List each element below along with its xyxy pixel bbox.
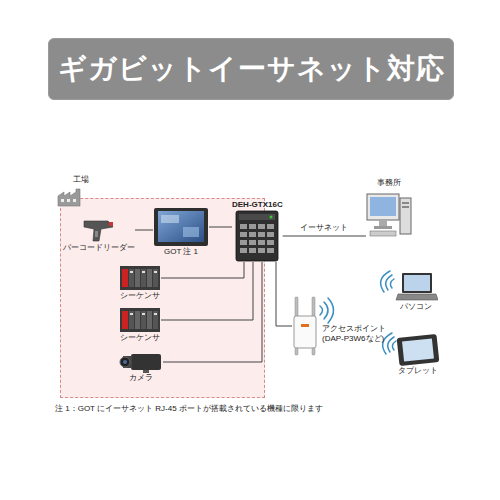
- network-cable: [209, 227, 232, 228]
- camera-icon: [119, 351, 163, 373]
- sequencer: シーケンサ: [119, 265, 161, 301]
- network-cable: [163, 262, 262, 362]
- sequencer: シーケンサ: [119, 307, 161, 343]
- device-label: タブレット: [398, 366, 438, 376]
- tablet: タブレット: [396, 334, 440, 376]
- tablet-icon: [396, 334, 440, 366]
- camera: カメラ: [119, 351, 163, 383]
- device-label: カメラ: [129, 373, 153, 383]
- factory-area-icon: [57, 187, 87, 207]
- access-point: アクセスポイント (DAP-P3W6など): [292, 296, 392, 356]
- sequencer-icon: [119, 265, 161, 291]
- title-text: ギガビットイーサネット対応: [58, 50, 445, 88]
- barcode-reader: バーコードリーダー: [63, 217, 135, 253]
- footnote: 注 1：GOT にイーサネット RJ-45 ポートが搭載されている機種に限ります: [55, 404, 323, 414]
- factory-area-fill: [60, 198, 265, 398]
- office-pc-icon: [366, 188, 412, 238]
- network-cable: [161, 262, 244, 278]
- title-banner: ギガビットイーサネット対応: [48, 38, 454, 100]
- network-cable: [135, 230, 153, 231]
- device-label: GOT 注 1: [164, 247, 198, 257]
- device-label: シーケンサ: [120, 291, 160, 301]
- access-point-icon: [292, 296, 318, 356]
- network-cable: [161, 262, 253, 320]
- edge-label: イーサネット: [298, 223, 350, 233]
- switch: DEH-GTX16C: [232, 200, 283, 262]
- got-panel-icon: [153, 207, 209, 247]
- network-cable: [276, 262, 292, 326]
- laptop: パソコン: [394, 272, 438, 312]
- device-label: パソコン: [400, 302, 432, 312]
- device-label: バーコードリーダー: [63, 243, 135, 253]
- wireless-waves: [320, 271, 396, 354]
- office-pc: 事務所: [366, 178, 412, 238]
- device-label: アクセスポイント (DAP-P3W6など): [322, 324, 392, 344]
- got-panel: GOT 注 1: [153, 207, 209, 257]
- device-label: 工場: [73, 175, 89, 185]
- device-label: シーケンサ: [120, 333, 160, 343]
- switch-icon: [235, 210, 279, 262]
- device-label: DEH-GTX16C: [232, 200, 283, 210]
- factory-area: 工場バーコードリーダーGOT 注 1シーケンサシーケンサカメラ: [60, 198, 265, 398]
- laptop-icon: [394, 272, 438, 302]
- sequencer-icon: [119, 307, 161, 333]
- barcode-reader-icon: [82, 217, 116, 243]
- network-cable: [283, 236, 366, 237]
- device-label: 事務所: [377, 178, 401, 188]
